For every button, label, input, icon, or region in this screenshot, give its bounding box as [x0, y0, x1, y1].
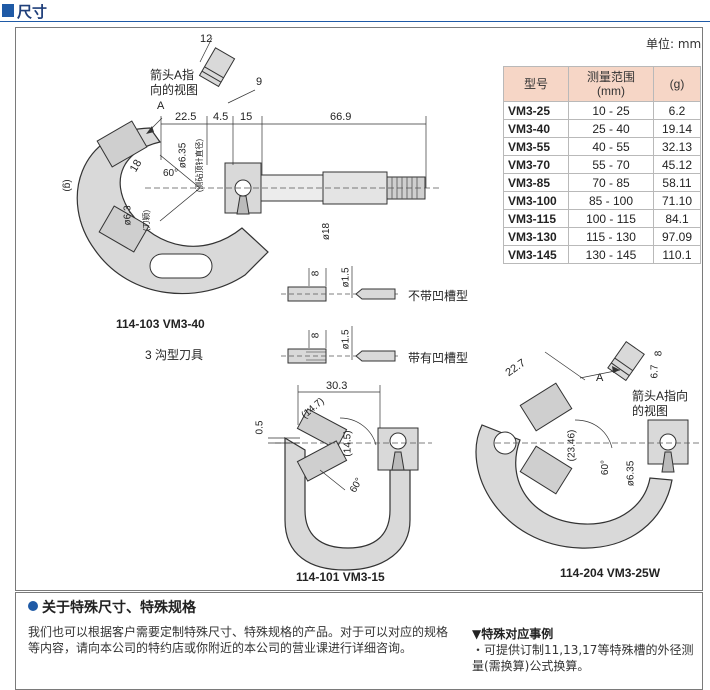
clamp-lever: [661, 451, 675, 473]
frame-body: [284, 436, 411, 571]
d1-arrow-view-note: 箭头A指 向的视图: [150, 68, 199, 97]
d3-arrow-view-note: 箭头A指向 的视图: [632, 389, 689, 418]
col-range: 测量范围 (mm): [568, 66, 654, 102]
anvil-upper: [296, 408, 348, 450]
d1-spindle-note: (测砧顶针直径): [195, 138, 205, 193]
frame-body: [475, 424, 673, 549]
d2-caption: 114-101 VM3-15: [296, 570, 385, 584]
d1-anvil-note: (刀颖): [142, 209, 152, 232]
cell-model: VM3-100: [503, 191, 569, 210]
drawing-vm3-15: [268, 385, 432, 571]
header-rule: [0, 21, 710, 22]
anvil-upper: [519, 382, 573, 432]
cell-mass: 6.2: [653, 101, 701, 120]
d3-dim-6-35: ø6.35: [625, 460, 637, 487]
d1-dim-4-5: 4.5: [213, 111, 229, 123]
cell-model: VM3-145: [503, 245, 569, 264]
d1-dim-o18: ø18: [321, 222, 333, 241]
d3-label-a: A: [596, 372, 604, 384]
d1-dim-9: 9: [256, 76, 263, 88]
d3-caption: 114-204 VM3-25W: [560, 566, 661, 580]
cell-model: VM3-55: [503, 137, 569, 156]
st-dim-8-a: 8: [310, 270, 322, 277]
section-header: 尺寸: [0, 0, 710, 22]
anvil-lower: [98, 205, 150, 253]
d2-dim-14-5: (14.5): [342, 430, 354, 457]
frame-slot: [149, 253, 213, 279]
d1-dim-22-5: 22.5: [175, 111, 197, 123]
cell-model: VM3-40: [503, 119, 569, 138]
anvil-lower: [519, 445, 573, 495]
d3-dim-6-7: 6.7: [649, 364, 661, 379]
anvil-upper: [96, 120, 148, 168]
clamp-circle: [659, 433, 677, 451]
d1-caption: 114-103 VM3-40: [116, 317, 205, 331]
d1-dim-g: (g): [61, 179, 73, 192]
special-example-title: ▼特殊对应事例: [472, 627, 554, 641]
cell-range: 10 - 25: [568, 101, 654, 120]
cell-mass: 19.14: [653, 119, 701, 138]
special-body: 我们也可以根据客户需要定制特殊尺寸、特殊规格的产品。对于可以对应的规格等内容，请…: [28, 625, 449, 655]
st-label-b: 带有凹槽型: [408, 351, 469, 365]
spindle-types: [281, 266, 400, 364]
d1-dim-15: 15: [240, 111, 253, 123]
clamp-lever: [236, 195, 250, 215]
st-label-a: 不带凹槽型: [408, 289, 469, 303]
d3-dim-23-46: (23.46): [566, 429, 578, 462]
arrow-view-detail: [198, 47, 236, 88]
d1-dim-60: 60°: [163, 168, 179, 179]
cell-range: 25 - 40: [568, 119, 654, 138]
drawing-vm3-25w: [475, 340, 700, 549]
d1-dim-6-35: ø6.35: [177, 142, 189, 169]
d1-dim-66-9: 66.9: [330, 111, 352, 123]
arrow-view-detail: [607, 340, 645, 382]
cell-range: 70 - 85: [568, 173, 654, 192]
bullet-icon: [28, 601, 38, 611]
special-section: [15, 592, 703, 690]
d2-dim-0-5: 0.5: [254, 420, 266, 435]
cell-mass: 97.09: [653, 227, 701, 246]
d3-dim-8: 8: [653, 350, 665, 357]
section-title: 尺寸: [17, 3, 48, 21]
st-dim-d15-a: ø1.5: [340, 267, 352, 288]
d2-dim-30-3: 30.3: [326, 380, 348, 392]
clamp-circle: [389, 432, 407, 450]
clamp-lever: [391, 451, 405, 471]
cell-range: 100 - 115: [568, 209, 654, 228]
cell-range: 85 - 100: [568, 191, 654, 210]
d1-sub-caption: 3 沟型刀具: [145, 348, 204, 362]
special-example-item: ・可提供订制11,13,17等特殊槽的外径测量(需换算)公式换算。: [472, 643, 694, 673]
header-square-icon: [2, 4, 14, 17]
st-dim-8-b: 8: [310, 332, 322, 339]
cell-mass: 32.13: [653, 137, 701, 156]
cell-range: 130 - 145: [568, 245, 654, 264]
special-title: 关于特殊尺寸、特殊规格: [42, 600, 196, 616]
anvil-lower: [296, 440, 348, 482]
col-mass: (g): [653, 66, 701, 102]
cell-model: VM3-70: [503, 155, 569, 174]
d3-dim-60: 60°: [600, 459, 612, 476]
frame-body: [76, 127, 269, 295]
d1-dim-6-3: ø6.3: [122, 205, 134, 226]
st-dim-d15-b: ø1.5: [340, 329, 352, 350]
drawing-vm3-40: [76, 37, 440, 295]
cell-mass: 110.1: [653, 245, 701, 264]
unit-label: 单位: mm: [646, 37, 702, 51]
d1-label-a: A: [157, 100, 165, 112]
d1-dim-12: 12: [200, 33, 213, 45]
